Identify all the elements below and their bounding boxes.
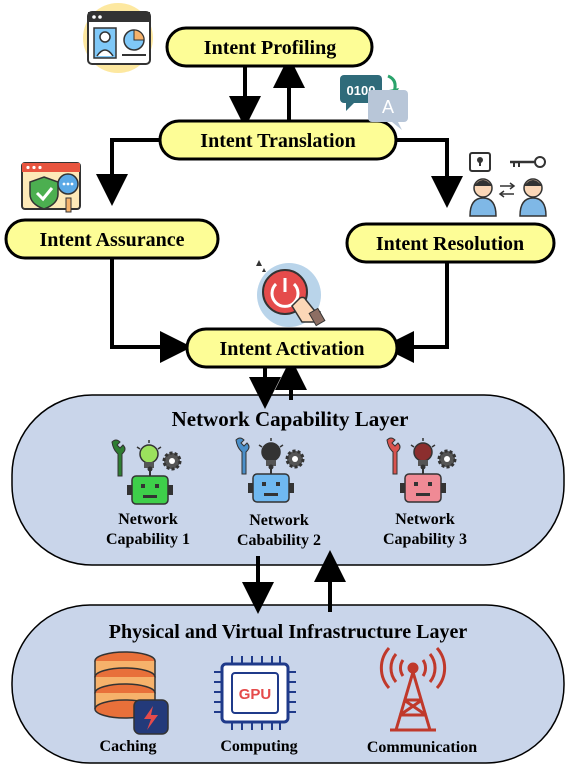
- power-button-icon: [256, 260, 326, 327]
- database-icon: [94, 651, 169, 735]
- gear-icon: [437, 449, 457, 469]
- gear-icon: [162, 451, 182, 471]
- node-intent-activation: Intent Activation: [185, 327, 399, 369]
- capability-1: Network Capability 1: [106, 439, 190, 548]
- capability-2: Network Cabability 2: [235, 437, 321, 549]
- computing-label: Computing: [220, 738, 297, 755]
- capability-3-line2: Capability 3: [383, 531, 467, 548]
- node-intent-translation: Intent Translation: [158, 119, 398, 161]
- lightbulb-icon: [410, 438, 436, 466]
- capability-2-line1: Network: [249, 512, 309, 529]
- lightbulb-icon: [136, 440, 162, 468]
- capability-2-line2: Cabability 2: [237, 532, 321, 549]
- node-intent-profiling: Intent Profiling: [165, 26, 374, 68]
- intent-activation-label: Intent Activation: [220, 338, 365, 360]
- intent-profiling-label: Intent Profiling: [204, 37, 336, 59]
- node-intent-assurance: Intent Assurance: [4, 218, 220, 260]
- wrench-icon: [111, 439, 126, 477]
- wrench-icon: [386, 437, 401, 475]
- robot-icon: [127, 466, 173, 505]
- intent-resolution-label: Intent Resolution: [376, 233, 524, 255]
- robot-icon: [248, 464, 294, 503]
- gear-icon: [285, 449, 305, 469]
- antenna-tower-icon: [379, 647, 447, 732]
- gpu-chip-icon: GPU: [214, 656, 296, 730]
- capability-1-line2: Capability 1: [106, 531, 190, 548]
- capability-1-line1: Network: [118, 511, 178, 528]
- gpu-text: GPU: [239, 686, 272, 703]
- arrow-assurance-to-activation: [110, 256, 192, 363]
- communication-label: Communication: [367, 739, 477, 756]
- infra-layer-title: Physical and Virtual Infrastructure Laye…: [109, 621, 468, 643]
- translation-icon: 0100 A: [340, 74, 408, 130]
- robot-icon: [400, 464, 446, 503]
- arrow-resolution-to-activation: [382, 262, 449, 363]
- arrow-translation-to-resolution: [390, 138, 463, 208]
- caching-label: Caching: [100, 738, 157, 755]
- arrow-translation-to-assurance: [96, 138, 175, 206]
- profiling-icon: [83, 3, 153, 73]
- network-layer-title: Network Capability Layer: [172, 407, 409, 431]
- capability-3: Network Capability 3: [383, 437, 467, 548]
- lightbulb-icon: [258, 438, 284, 466]
- intent-translation-label: Intent Translation: [200, 130, 355, 152]
- node-intent-resolution: Intent Resolution: [345, 222, 556, 264]
- shield-icon: [21, 162, 81, 213]
- negotiation-icon: [469, 152, 547, 217]
- capability-3-line1: Network: [395, 511, 455, 528]
- wrench-icon: [235, 437, 250, 475]
- translation-letter-text: A: [382, 97, 394, 117]
- intent-assurance-label: Intent Assurance: [39, 229, 184, 251]
